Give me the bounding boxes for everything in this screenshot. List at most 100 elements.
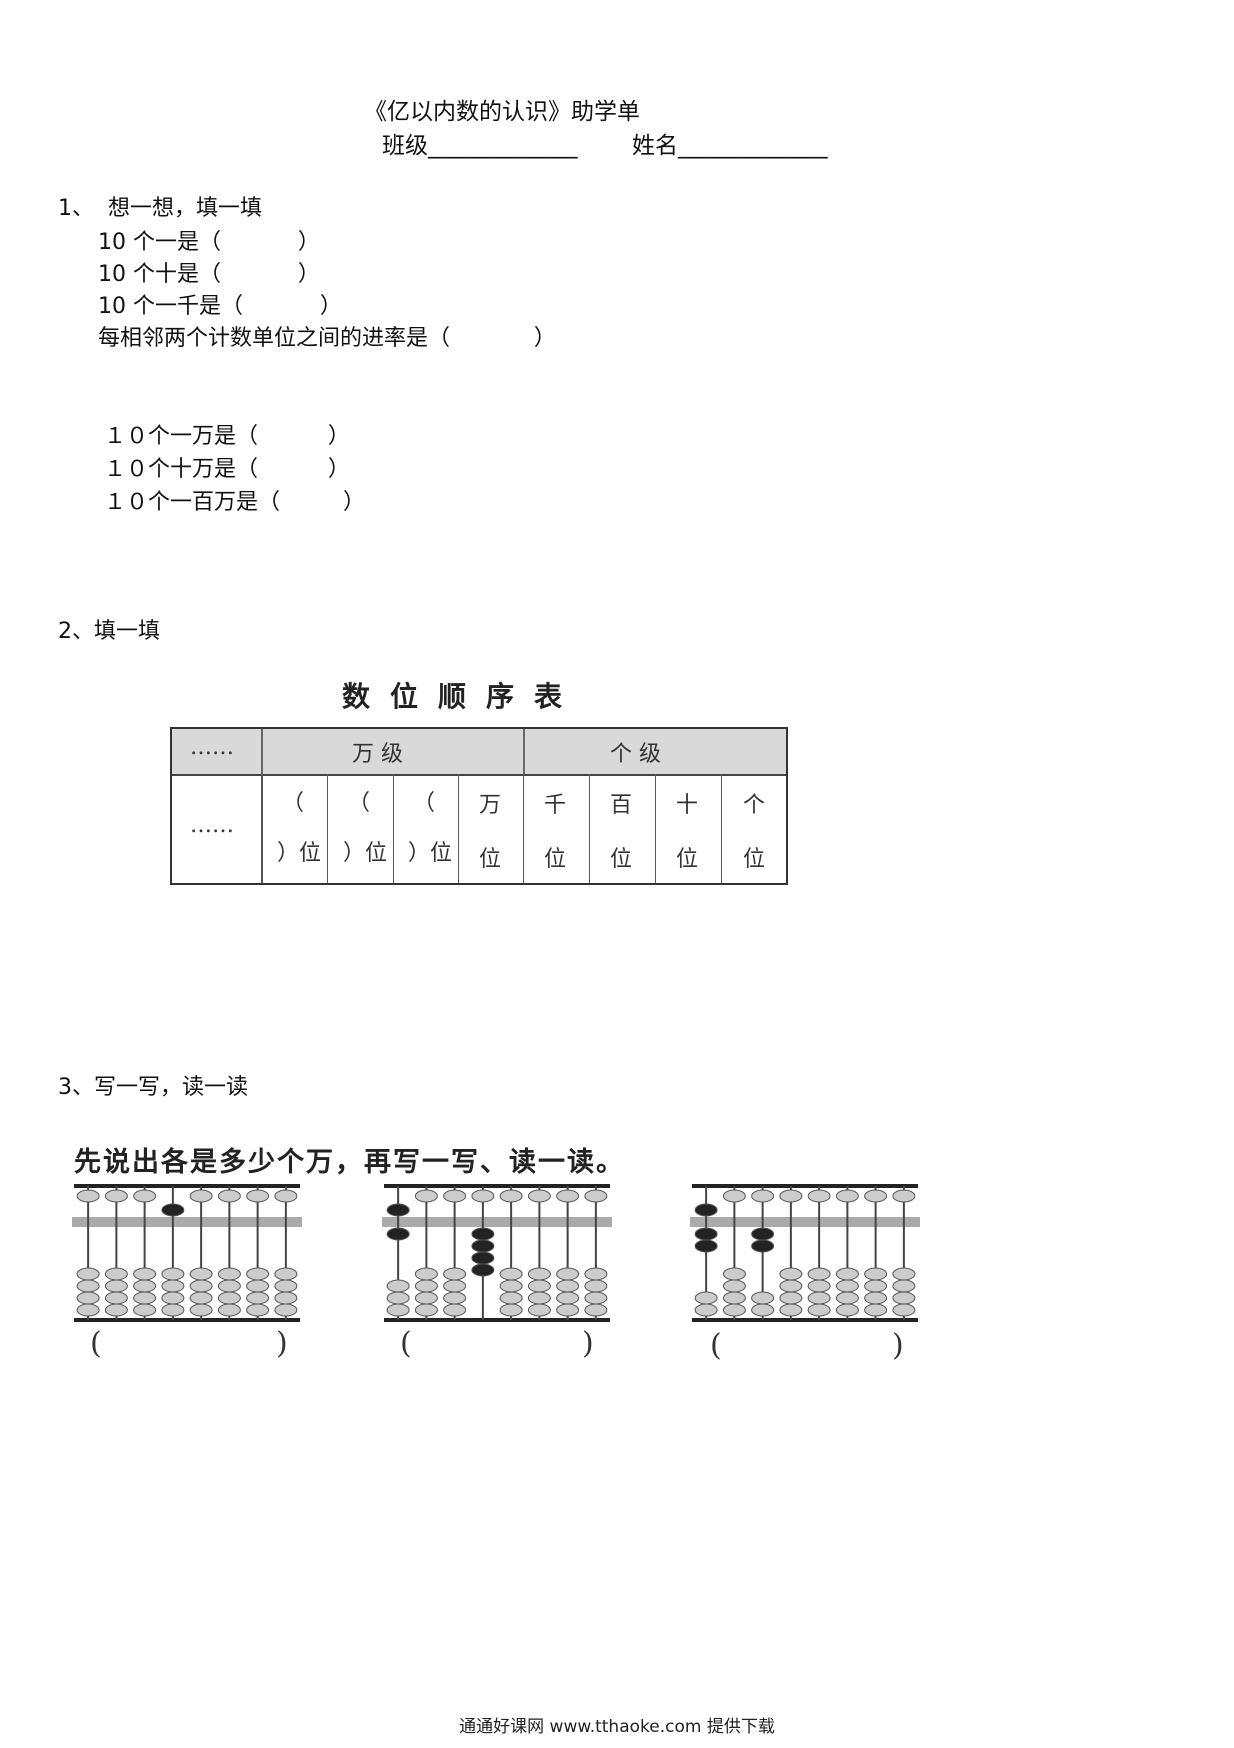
abacus-bead-lower <box>527 1291 551 1305</box>
abacus-bead-lower <box>527 1303 551 1317</box>
abacus-bead-upper <box>751 1189 775 1203</box>
footer-credit: 通通好课网 www.tthaoke.com 提供下载 <box>459 1717 775 1737</box>
abacus-bead-lower <box>584 1303 608 1317</box>
cell-bottom: 位 <box>610 847 633 872</box>
abacus-bead-lower <box>443 1291 467 1305</box>
table-title: 数位顺序表 <box>342 680 583 713</box>
abacus-bead-lower <box>133 1267 157 1281</box>
divider <box>523 729 525 774</box>
cell-bottom: 位 <box>479 847 502 872</box>
cell-top: 千 <box>544 793 567 818</box>
divider <box>589 774 590 883</box>
abacus-bead-upper <box>556 1189 580 1203</box>
abacus-bead-lower <box>722 1303 746 1317</box>
divider <box>261 774 263 883</box>
abacus-bead-lower <box>527 1279 551 1293</box>
abacus-bead-lower <box>76 1291 100 1305</box>
abacus-bead-lower <box>443 1279 467 1293</box>
abacus-bead-lower <box>76 1303 100 1317</box>
abacus-bead-lower <box>807 1279 831 1293</box>
abacus-bead-lower <box>835 1291 859 1305</box>
section1-heading: 1、 想一想，填一填 <box>58 196 262 221</box>
abacus-bead-lower <box>386 1303 410 1317</box>
abacus-bead-lower <box>807 1267 831 1281</box>
abacus-beam <box>690 1217 920 1227</box>
abacus-bead-lower <box>499 1267 523 1281</box>
abacus-bead-lower <box>386 1279 410 1293</box>
divider <box>655 774 656 883</box>
abacus-bead-upper <box>527 1189 551 1203</box>
abacus-bead-upper <box>76 1189 100 1203</box>
abacus-beam <box>382 1217 612 1227</box>
abacus-beam <box>72 1217 302 1227</box>
abacus-bead-lower <box>751 1239 775 1253</box>
table-header-row <box>172 729 786 776</box>
abacus-bead-lower <box>133 1291 157 1305</box>
abacus-bead-lower <box>864 1291 888 1305</box>
abacus-bead-upper <box>779 1189 803 1203</box>
cell-bottom: 位 <box>743 847 766 872</box>
abacus-bead-lower <box>779 1303 803 1317</box>
divider <box>721 774 722 883</box>
abacus-bead-upper <box>104 1189 128 1203</box>
abacus-bead-upper <box>274 1189 298 1203</box>
abacus-bead-upper <box>133 1189 157 1203</box>
s1-item: １０个十万是（ ） <box>104 457 350 482</box>
abacus-bead-lower <box>499 1291 523 1305</box>
abacus-bead-lower <box>217 1303 241 1317</box>
cell-top: （ <box>348 791 371 816</box>
abacus-bead-upper <box>246 1189 270 1203</box>
abacus-bead-lower <box>414 1279 438 1293</box>
abacus-bead-lower <box>694 1291 718 1305</box>
section3-heading: 3、写一写，读一读 <box>58 1075 248 1100</box>
abacus-bead-lower <box>584 1267 608 1281</box>
cell-top: （ <box>282 791 305 816</box>
cell-top: 个 <box>743 793 766 818</box>
abacus-bead-lower <box>386 1291 410 1305</box>
abacus-bead-upper <box>892 1189 916 1203</box>
abacus-bead-lower <box>835 1267 859 1281</box>
abacus-bead-lower <box>892 1291 916 1305</box>
abacus-bead-lower <box>864 1279 888 1293</box>
abacus-frame-top <box>74 1184 300 1188</box>
abacus-bead-lower <box>133 1303 157 1317</box>
cell-top: 十 <box>676 793 699 818</box>
cell-bottom: 位 <box>544 847 567 872</box>
group-wan: 万 级 <box>352 742 403 767</box>
abacus-bead-upper <box>161 1203 185 1217</box>
abacus-bead-lower <box>722 1291 746 1305</box>
abacus-bead-lower <box>835 1279 859 1293</box>
abacus-bead-lower <box>892 1267 916 1281</box>
divider <box>458 774 459 883</box>
abacus-bead-upper <box>694 1203 718 1217</box>
abacus-bead-lower <box>189 1291 213 1305</box>
abacus-bead-lower <box>189 1303 213 1317</box>
abacus-bead-upper <box>217 1189 241 1203</box>
abacus-bead-lower <box>864 1303 888 1317</box>
abacus-bead-lower <box>694 1227 718 1241</box>
abacus-bead-lower <box>217 1279 241 1293</box>
place-value-table: …… 万 级 个 级 …… （ ）位 （ ）位 （ ）位 万 位 千 位 百 位… <box>170 727 788 885</box>
abacus-frame-bottom <box>384 1318 610 1322</box>
answer-paren-open: ( <box>710 1328 722 1363</box>
abacus-frame-top <box>692 1184 918 1188</box>
abacus-bead-lower <box>779 1267 803 1281</box>
abacus-bead-lower <box>694 1303 718 1317</box>
divider <box>393 774 394 883</box>
header-dots: …… <box>190 735 234 760</box>
abacus-bead-lower <box>779 1291 803 1305</box>
cell-top: （ <box>413 791 436 816</box>
divider <box>523 774 524 883</box>
abacus-bead-lower <box>104 1267 128 1281</box>
abacus-bead-upper <box>499 1189 523 1203</box>
divider <box>261 729 263 774</box>
abacus-bead-lower <box>471 1227 495 1241</box>
abacus-bead-lower <box>471 1239 495 1253</box>
name-field[interactable]: 姓名_____________ <box>632 133 828 159</box>
abacus-bead-upper <box>835 1189 859 1203</box>
abacus-bead-lower <box>864 1267 888 1281</box>
abacus-bead-upper <box>189 1189 213 1203</box>
class-field[interactable]: 班级_____________ <box>382 133 578 159</box>
abacus-group <box>72 1184 920 1322</box>
answer-paren-open: ( <box>400 1326 412 1361</box>
